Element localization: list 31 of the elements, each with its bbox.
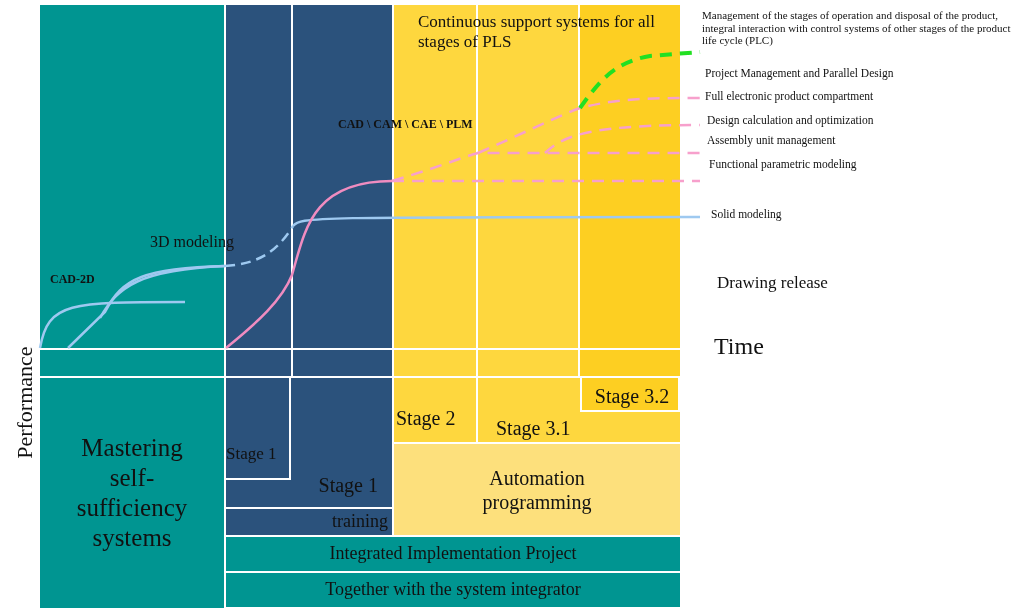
curve-label: CAD-2D [50, 273, 95, 287]
curve-label: Solid modeling [711, 208, 783, 222]
block [394, 444, 680, 535]
block [40, 378, 224, 608]
block-label: Together with the system integrator [324, 578, 582, 602]
block [478, 378, 680, 442]
curve-label: Management of the stages of operation and disposal of the product, integral interaction with control systems of other stages of the product life cycle (PLC) [702, 9, 1012, 47]
block [394, 378, 476, 442]
block-label: Mastering self-sufficiency systems [75, 433, 189, 553]
block-label: Automation programming [481, 465, 593, 514]
block-label: Stage 3.1 [495, 416, 571, 442]
curve-label: Design calculation and optimization [707, 114, 875, 128]
block-label: Stage 1 [226, 443, 277, 465]
curve-label: Project Management and Parallel Design [705, 67, 895, 81]
block-label: training [331, 510, 389, 534]
block-label: Stage 2 [395, 406, 456, 432]
curve-label: Full electronic product compartment [705, 90, 875, 104]
block-label: Integrated Implementation Project [328, 542, 578, 566]
block [226, 378, 392, 507]
curve-label: Drawing release [717, 273, 829, 293]
block [226, 378, 291, 480]
axis-title: Time [714, 333, 765, 361]
block [226, 537, 680, 571]
axis-title: Performance [12, 345, 38, 461]
block-label: Stage 1 [317, 473, 379, 499]
curve-label: Functional parametric modeling [709, 158, 858, 172]
block-label: Stage 3.2 [593, 384, 670, 410]
block [226, 573, 680, 607]
block [580, 378, 680, 412]
curve-label: Assembly unit management [707, 134, 837, 148]
block [226, 509, 392, 535]
